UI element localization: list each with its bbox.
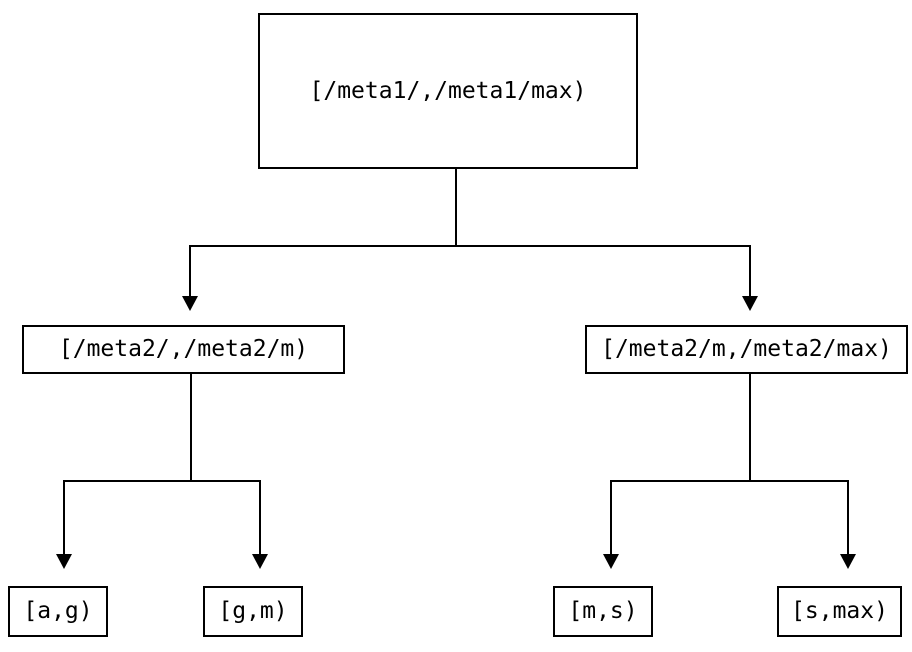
node-root-label: [/meta1/,/meta1/max) (309, 77, 587, 104)
arrowhead-to-mid-left (182, 296, 198, 311)
node-leaf-ag: [a,g) (8, 586, 108, 637)
arrowhead-to-leaf-gm (252, 554, 268, 569)
arrowhead-to-leaf-ms (603, 554, 619, 569)
edge-mid-left-children (56, 374, 268, 569)
node-mid-right: [/meta2/m,/meta2/max) (585, 325, 908, 374)
arrowhead-to-leaf-smax (840, 554, 856, 569)
node-leaf-gm: [g,m) (203, 586, 303, 637)
node-mid-left-label: [/meta2/,/meta2/m) (58, 336, 309, 362)
edge-root-children (182, 169, 758, 311)
node-leaf-smax-label: [s,max) (791, 598, 888, 624)
edge-mid-right-children (603, 374, 856, 569)
node-leaf-gm-label: [g,m) (218, 598, 288, 624)
edge-mid-right-bar (609, 479, 850, 555)
node-leaf-smax: [s,max) (777, 586, 902, 637)
node-leaf-ms: [m,s) (553, 586, 653, 637)
arrowhead-to-mid-right (742, 296, 758, 311)
node-leaf-ms-label: [m,s) (568, 598, 638, 624)
arrowhead-to-leaf-ag (56, 554, 72, 569)
node-mid-left: [/meta2/,/meta2/m) (22, 325, 345, 374)
node-leaf-ag-label: [a,g) (23, 598, 93, 624)
node-mid-right-label: [/meta2/m,/meta2/max) (601, 336, 892, 362)
edge-root-bar (188, 244, 752, 297)
node-root: [/meta1/,/meta1/max) (258, 13, 638, 169)
edge-mid-left-bar (62, 479, 262, 555)
